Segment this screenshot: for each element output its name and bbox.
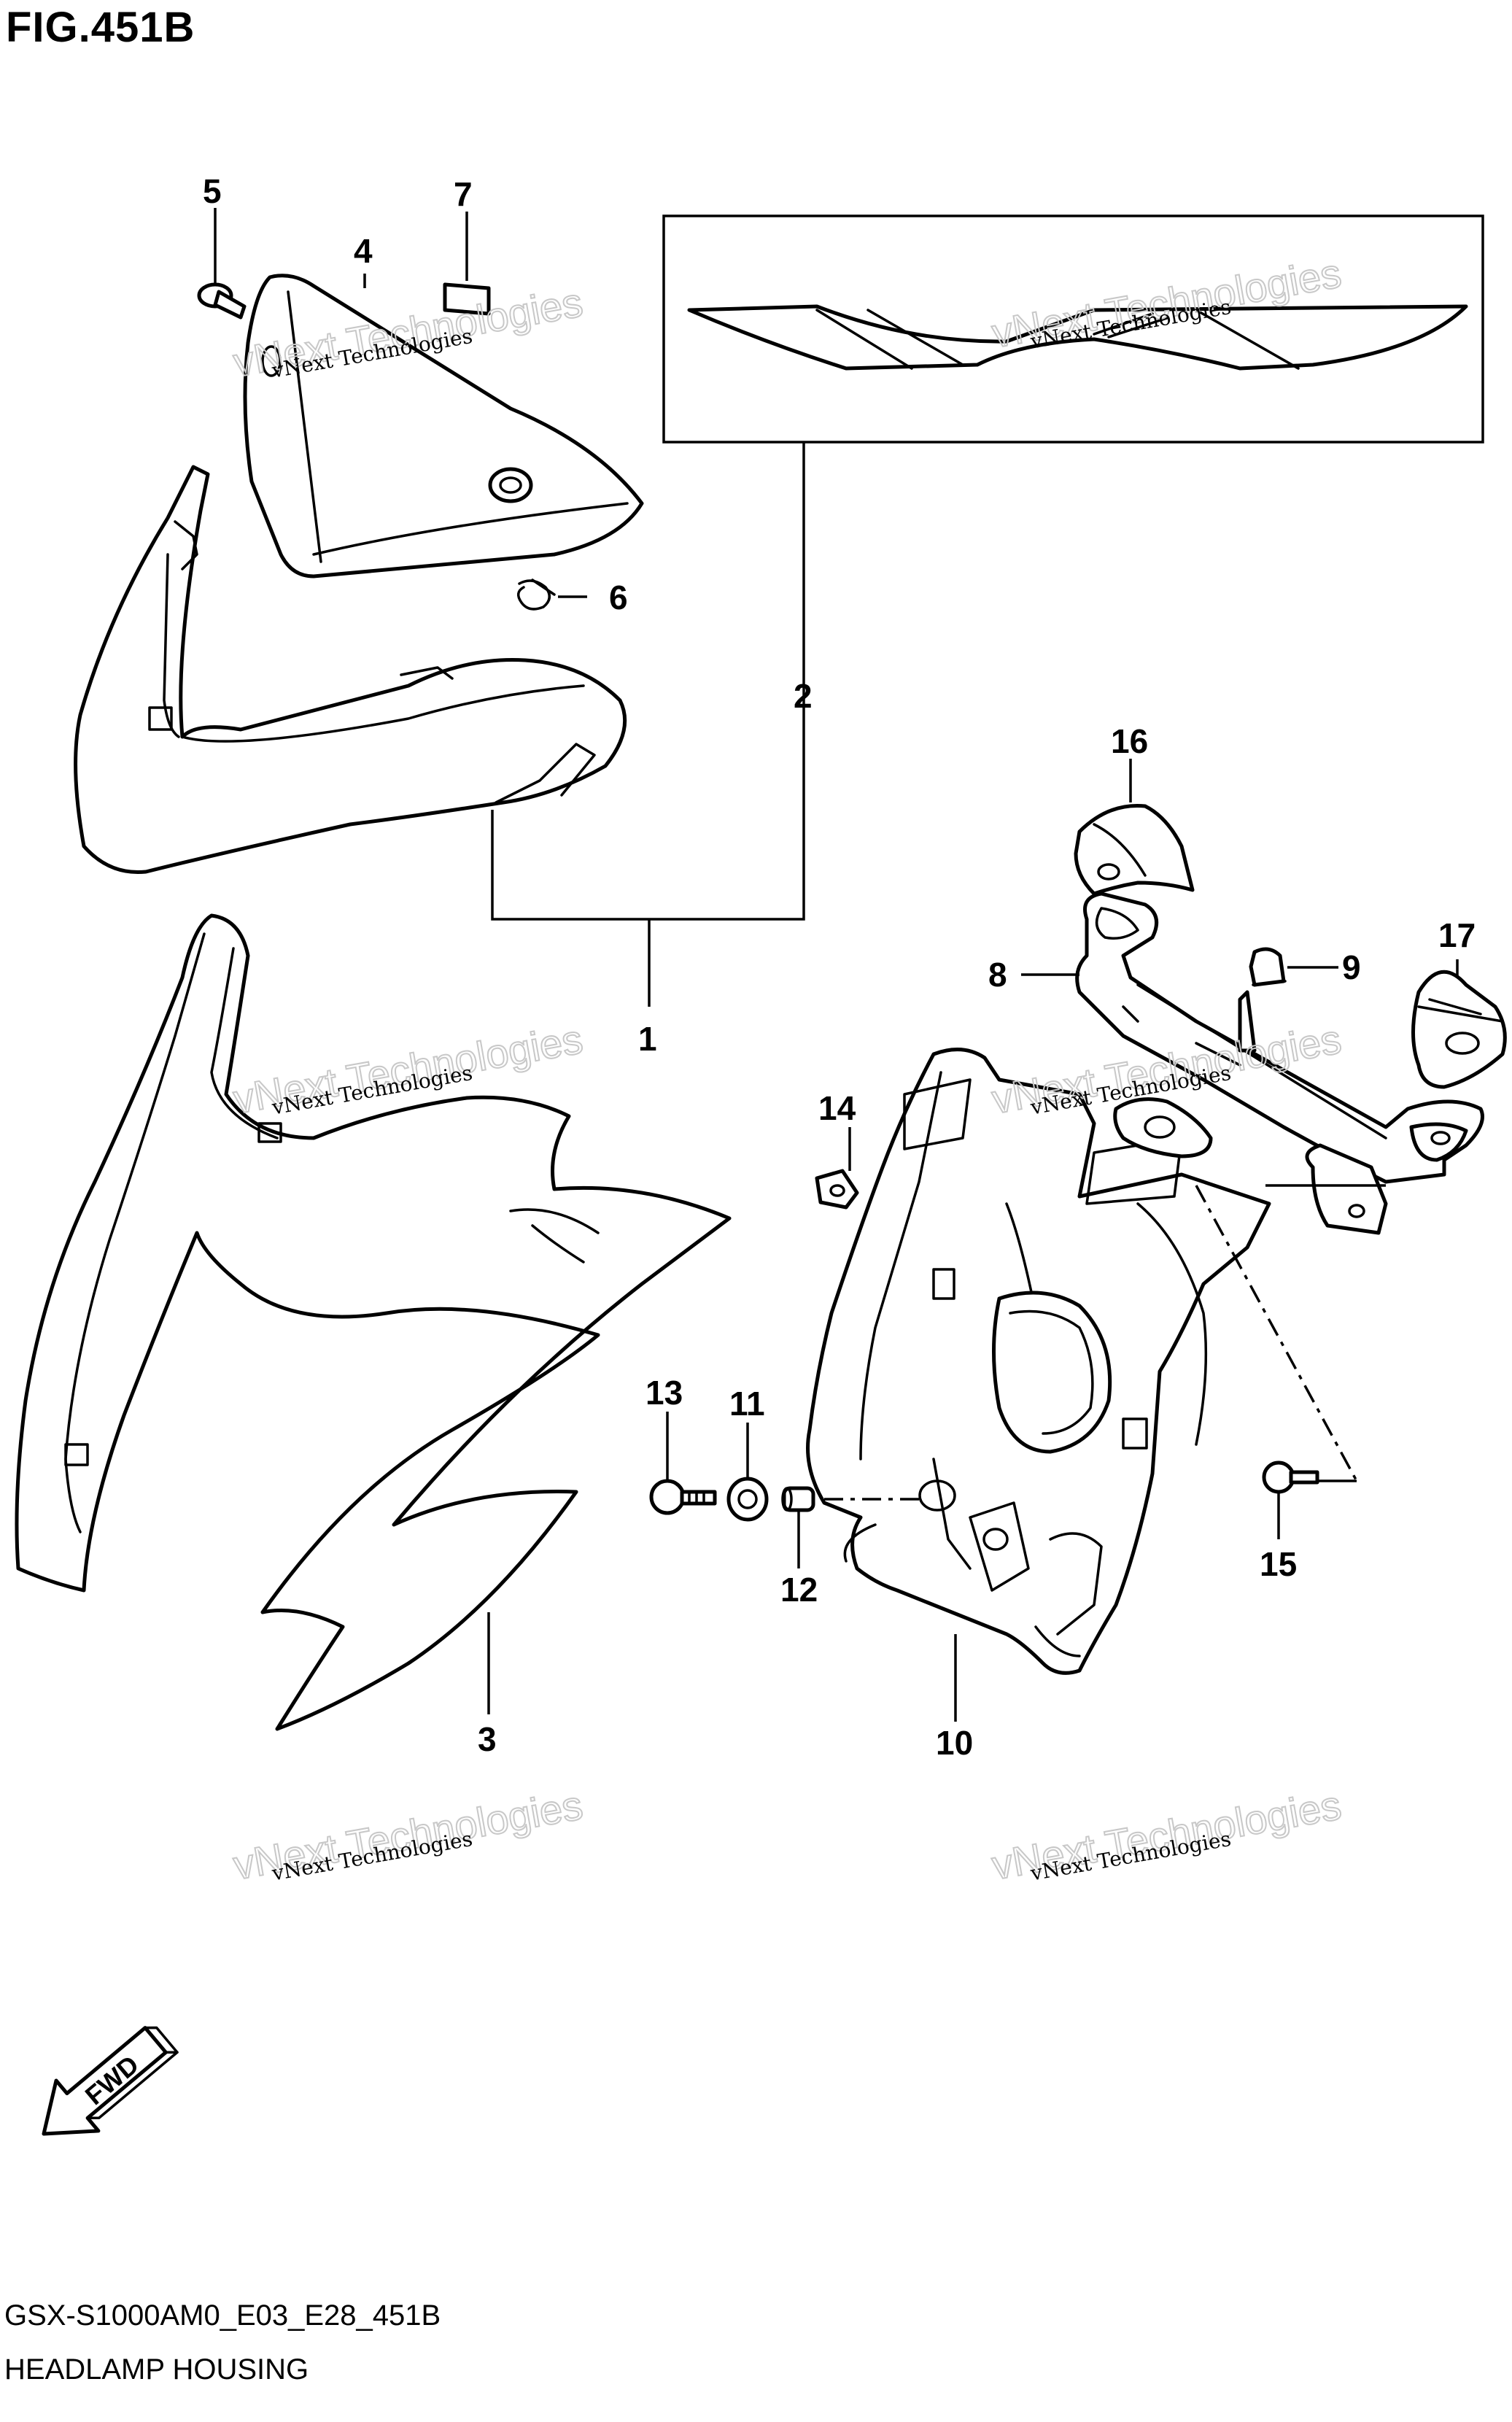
part-10-headlamp-bracket — [806, 1048, 1271, 1675]
part-14-nut — [815, 1169, 859, 1210]
part-11-grommet — [726, 1477, 769, 1522]
part-13-bolt — [649, 1479, 717, 1515]
part-6-clip — [516, 579, 556, 611]
callout-11: 11 — [729, 1385, 765, 1423]
callout-3: 3 — [478, 1720, 497, 1758]
callout-7: 7 — [454, 175, 473, 213]
callout-15: 15 — [1260, 1545, 1297, 1583]
part-5-bolt — [197, 282, 247, 320]
callout-14: 14 — [818, 1089, 856, 1127]
part-17-cushion — [1411, 970, 1507, 1089]
part-7-label — [443, 282, 491, 316]
callout-16: 16 — [1111, 722, 1148, 760]
callout-9: 9 — [1342, 948, 1361, 986]
callout-12: 12 — [780, 1571, 818, 1609]
part-12-collar — [781, 1486, 815, 1512]
part-9-pin — [1249, 947, 1287, 987]
callout-17: 17 — [1438, 916, 1476, 954]
part-3-side-cowl — [15, 913, 732, 1731]
callout-5: 5 — [203, 172, 222, 210]
callout-numbers: 5 7 4 6 2 16 17 8 9 1 14 13 11 12 15 3 1… — [203, 172, 1476, 1762]
callout-1: 1 — [638, 1020, 657, 1058]
callout-13: 13 — [645, 1374, 683, 1412]
part-2-decal — [662, 214, 1484, 444]
leader-lines — [214, 208, 1459, 1722]
figure-code: GSX-S1000AM0_E03_E28_451B — [4, 2299, 441, 2332]
part-4-upper-cowl — [243, 274, 644, 579]
part-16-cushion — [1074, 803, 1195, 896]
watermark: vNext Technologies vNext Technologies — [988, 1781, 1345, 1889]
callout-4: 4 — [354, 232, 373, 270]
part-15-bolt — [1262, 1460, 1319, 1494]
callout-2: 2 — [794, 677, 813, 715]
part-8-stay — [1075, 891, 1484, 1235]
callout-10: 10 — [936, 1724, 973, 1762]
figure-title: FIG.451B — [6, 4, 195, 51]
part-1-headlamp-cover — [74, 465, 627, 875]
watermark: vNext Technologies vNext Technologies — [229, 1781, 586, 1889]
fwd-arrow-icon: FWD — [42, 2026, 179, 2136]
callout-6: 6 — [609, 579, 628, 616]
callout-8: 8 — [988, 956, 1007, 994]
figure-name: HEADLAMP HOUSING — [4, 2353, 309, 2386]
